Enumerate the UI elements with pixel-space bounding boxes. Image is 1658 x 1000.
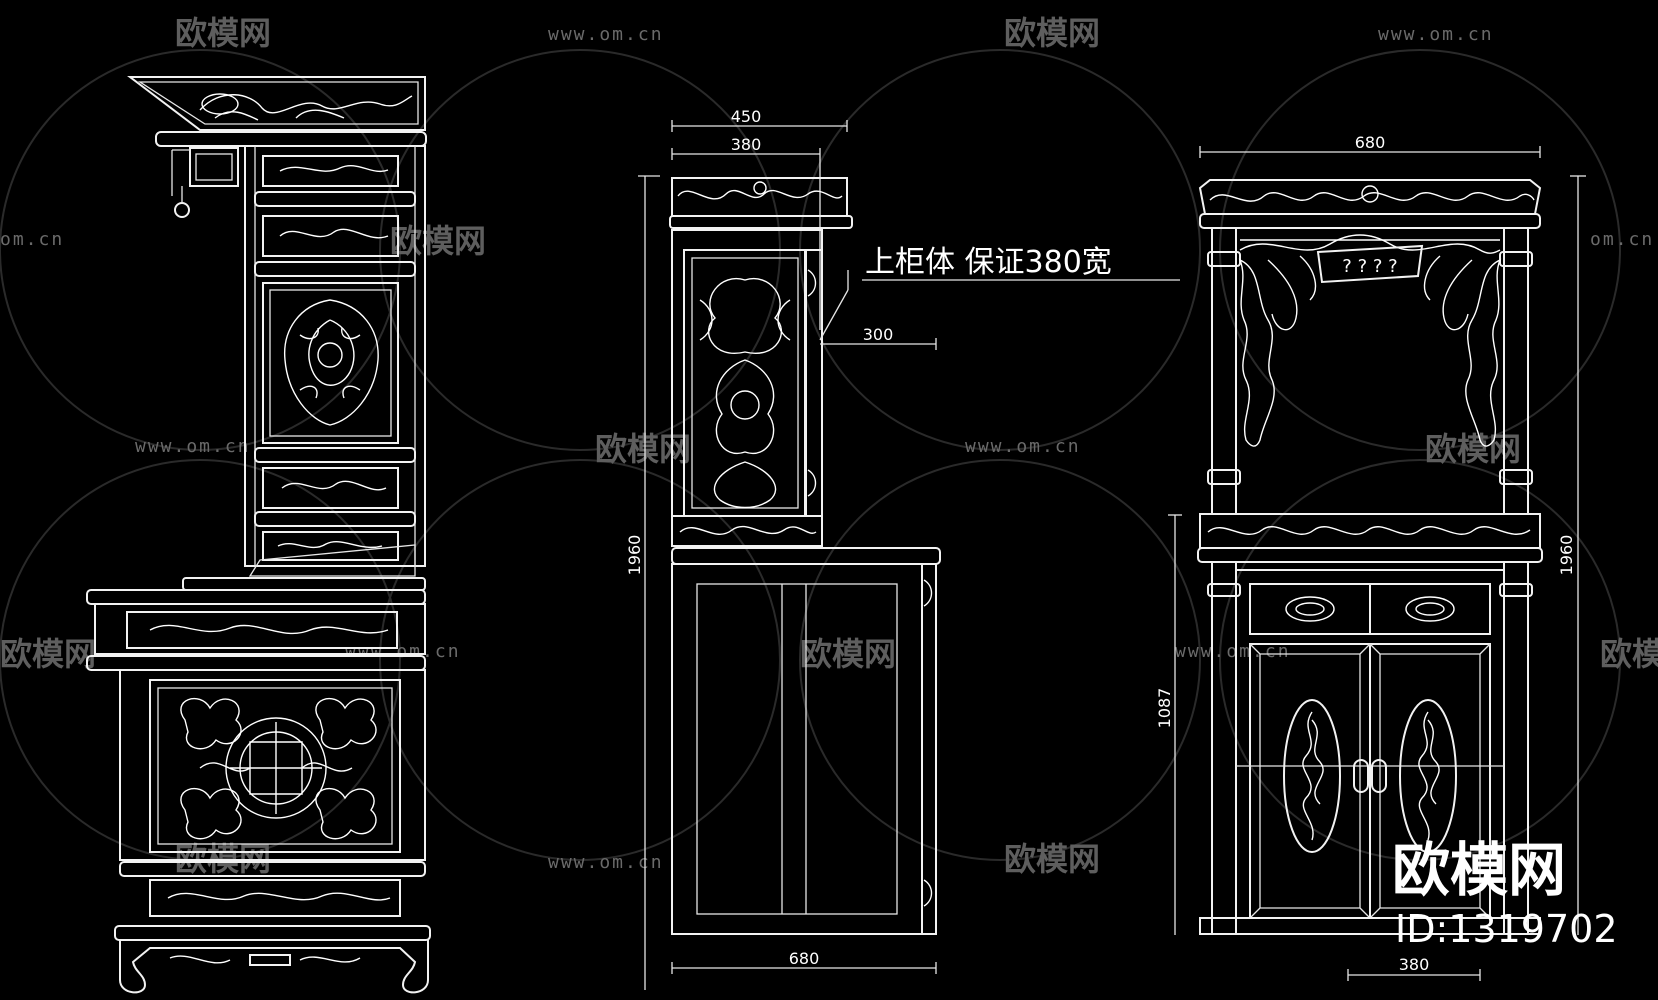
watermark-brand: 欧模网 (1425, 430, 1521, 468)
watermark-brand: 欧模网 (800, 635, 896, 673)
watermark-url: www.om.cn (548, 24, 664, 45)
left-side-elevation (86, 76, 431, 994)
dim-lower-height: 1087 (1155, 688, 1174, 729)
dim-top-width: 450 (731, 107, 762, 126)
corner-brand-id: ID:1319702 (1395, 907, 1618, 951)
corner-brand-name: 欧模网 (1392, 836, 1566, 904)
dim-bottom-width: 680 (789, 949, 820, 968)
plaque-text: ? ? ? ? (1342, 256, 1397, 277)
watermark-url: www.om.cn (345, 641, 461, 662)
watermark-brand: 欧模网 (595, 430, 691, 468)
watermark-url: www.om.cn (135, 436, 251, 457)
dim-plinth-width: 380 (1399, 955, 1430, 974)
watermark-brand: 欧模网 (1004, 840, 1100, 878)
dim-recess: 300 (863, 325, 894, 344)
watermark-brand: 欧模网 (0, 635, 96, 673)
middle-side-section: 450 380 1960 300 (625, 107, 1180, 990)
watermark-url: om.cn (0, 229, 64, 250)
dim-upper-width: 380 (731, 135, 762, 154)
right-front-elevation: 680 1960 1087 ? ? ? ? (1155, 133, 1586, 981)
watermark-url: www.om.cn (548, 852, 664, 873)
watermark-brand: 欧模网 (1600, 635, 1658, 673)
dim-front-width: 680 (1355, 133, 1386, 152)
note-upper-cabinet: 上柜体 保证380宽 (865, 245, 1112, 280)
watermark-brand: 欧模网 (175, 14, 271, 52)
watermark-brand: 欧模网 (390, 222, 486, 260)
dim-front-height: 1960 (1557, 535, 1576, 576)
corner-brand: 欧模网 ID:1319702 (1392, 836, 1618, 951)
watermark-url: www.om.cn (1378, 24, 1494, 45)
watermark-brand: 欧模网 (1004, 14, 1100, 52)
watermark-logo: 欧模网 www.om.cn 欧模网 www.om.cn om.cn 欧模网 om… (0, 14, 1658, 878)
dim-side-height: 1960 (625, 535, 644, 576)
watermark-url: om.cn (1590, 229, 1654, 250)
watermark-url: www.om.cn (965, 436, 1081, 457)
watermark-circles (0, 49, 1621, 861)
watermarks: 欧模网 www.om.cn 欧模网 www.om.cn om.cn 欧模网 om… (0, 14, 1658, 878)
